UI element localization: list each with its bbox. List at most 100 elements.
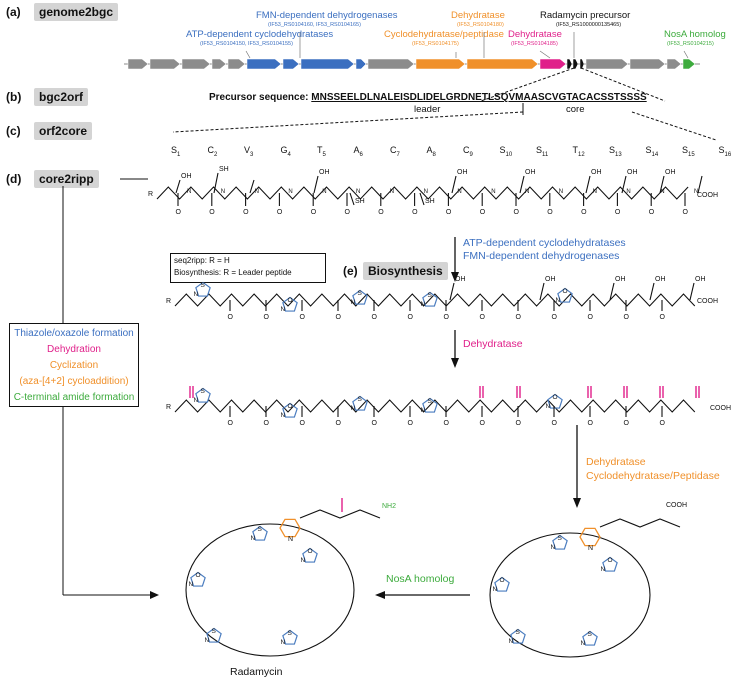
azole-heteroatom: S [588,631,593,638]
azole-heteroatom: S [516,629,521,636]
gene-arrow-14 [566,58,573,70]
residue-letter: A [426,145,433,155]
residue-12: T12 [573,145,585,158]
residue-number: 3 [250,151,254,158]
carbonyl-oxygen: O [516,420,522,427]
azole-heteroatom: S [428,292,433,299]
panel-a-tag: genome2bgc [34,3,119,21]
mod-thiazole-oxazole: Thiazole/oxazole formation [14,328,134,339]
tail-cooh: COOH [666,502,687,509]
amide-nitrogen: N [491,189,495,195]
carbonyl-oxygen: O [243,209,249,216]
residue-number: 14 [651,151,659,158]
gene-arrow-5 [227,58,246,70]
pyridine-nitrogen: N [588,545,593,552]
zoom-line-left [480,67,575,102]
product-label: Radamycin [230,666,283,678]
residue-letter: C [463,145,470,155]
gene-leader-line-7 [683,50,689,59]
azole-heteroatom: O [500,577,505,584]
azole-heteroatom: O [563,288,568,295]
azole-ring-4 [422,397,438,413]
carbonyl-oxygen: O [264,420,270,427]
side-chain-group: SH [355,198,365,205]
panel-d-tag: core2ripp [34,170,99,188]
gene-arrow-2 [149,58,181,70]
gene-arrow-20 [682,58,696,70]
carbonyl-oxygen: O [624,314,630,321]
azole-heteroatom: S [201,388,206,395]
gene-label-nosa-homolog: NosA homolog [664,29,726,40]
amide-nitrogen: N [457,189,461,195]
azole-heteroatom: O [553,394,558,401]
amide-nitrogen: N [390,189,394,195]
carbonyl-oxygen: O [683,209,689,216]
gene-label-atp-cyclodehydratases: ATP-dependent cyclodehydratases [186,29,334,40]
amide-nitrogen: N [424,189,428,195]
step4-arrowhead [375,591,385,599]
c-terminal-amide: NH2 [382,503,396,510]
carbonyl-oxygen: O [372,314,378,321]
side-chain-bond-8 [585,175,591,194]
core-label: core [566,104,585,115]
azole-ring-2 [282,296,298,312]
pyridine-nitrogen: N [288,536,293,543]
azole-heteroatom: S [288,630,293,637]
residue-7: C7 [390,145,400,158]
panel-e-letter: (e) [343,264,358,278]
carbonyl-oxygen: O [514,209,520,216]
zoom-line-core-right [631,111,717,141]
azole-heteroatom: O [288,297,293,304]
azole-heteroatom: S [358,396,363,403]
azole-nitrogen: N [281,306,286,313]
azole-nitrogen: N [281,639,286,646]
azole-heteroatom: S [428,398,433,405]
mod-dehydration: Dehydration [47,344,101,355]
side-chain-bond-0 [175,179,181,194]
carbonyl-oxygen: O [649,209,655,216]
macro-azole-2 [602,556,618,572]
residue-letter: S [718,145,725,155]
pyridine-ring [579,527,601,547]
gene-label-dehydratase-pink: Dehydratase [508,29,562,40]
carbonyl-oxygen: O [336,314,342,321]
gene-arrow-10 [367,58,415,70]
side-chain-group: OH [615,276,626,283]
r-group-label: R [166,298,171,305]
side-chain-bond-11 [697,175,703,194]
carbonyl-oxygen: O [311,209,317,216]
core-sequence: SCVGTACACSSTSSSS [537,92,647,103]
carbonyl-oxygen: O [615,209,621,216]
azole-nitrogen: N [351,299,356,306]
gene-arrow-11 [415,58,466,70]
side-chain-bond-1 [213,172,219,194]
gene-id-atp-cyclodehydratases: (IF53_RS0104150, IF53_RS0104155) [200,41,293,47]
panel-c-letter: (c) [6,124,21,138]
carbonyl-oxygen: O [345,209,351,216]
side-chain-bond-2 [249,179,255,194]
azole-nitrogen: N [546,403,551,410]
azole-heteroatom: S [212,628,217,635]
residue-number: 16 [724,151,732,158]
side-chain-bond [449,282,455,301]
residue-number: 13 [615,151,622,158]
side-chain-group: OH [455,276,466,283]
panel-e-tag: Biosynthesis [363,262,448,280]
side-chain-bond-9 [621,175,627,194]
side-chain-bond-5 [419,192,425,206]
gene-arrow-17 [585,58,629,70]
carbonyl-oxygen: O [277,209,283,216]
step2-enzyme: Dehydratase [463,338,523,350]
side-chain-bond-3 [313,175,319,194]
macro-azole-5 [582,630,598,646]
step1-arrowhead [451,272,459,282]
step3-enzyme-line1: Dehydratase [586,456,646,468]
residue-number: 10 [505,151,513,158]
side-chain-group: OH [665,169,676,176]
step1-enzyme-line2: FMN-dependent dehydrogenases [463,250,620,262]
residue-number: 4 [287,151,291,158]
azole-nitrogen: N [421,301,426,308]
residue-5: T5 [317,145,326,158]
carbonyl-oxygen: O [480,314,486,321]
